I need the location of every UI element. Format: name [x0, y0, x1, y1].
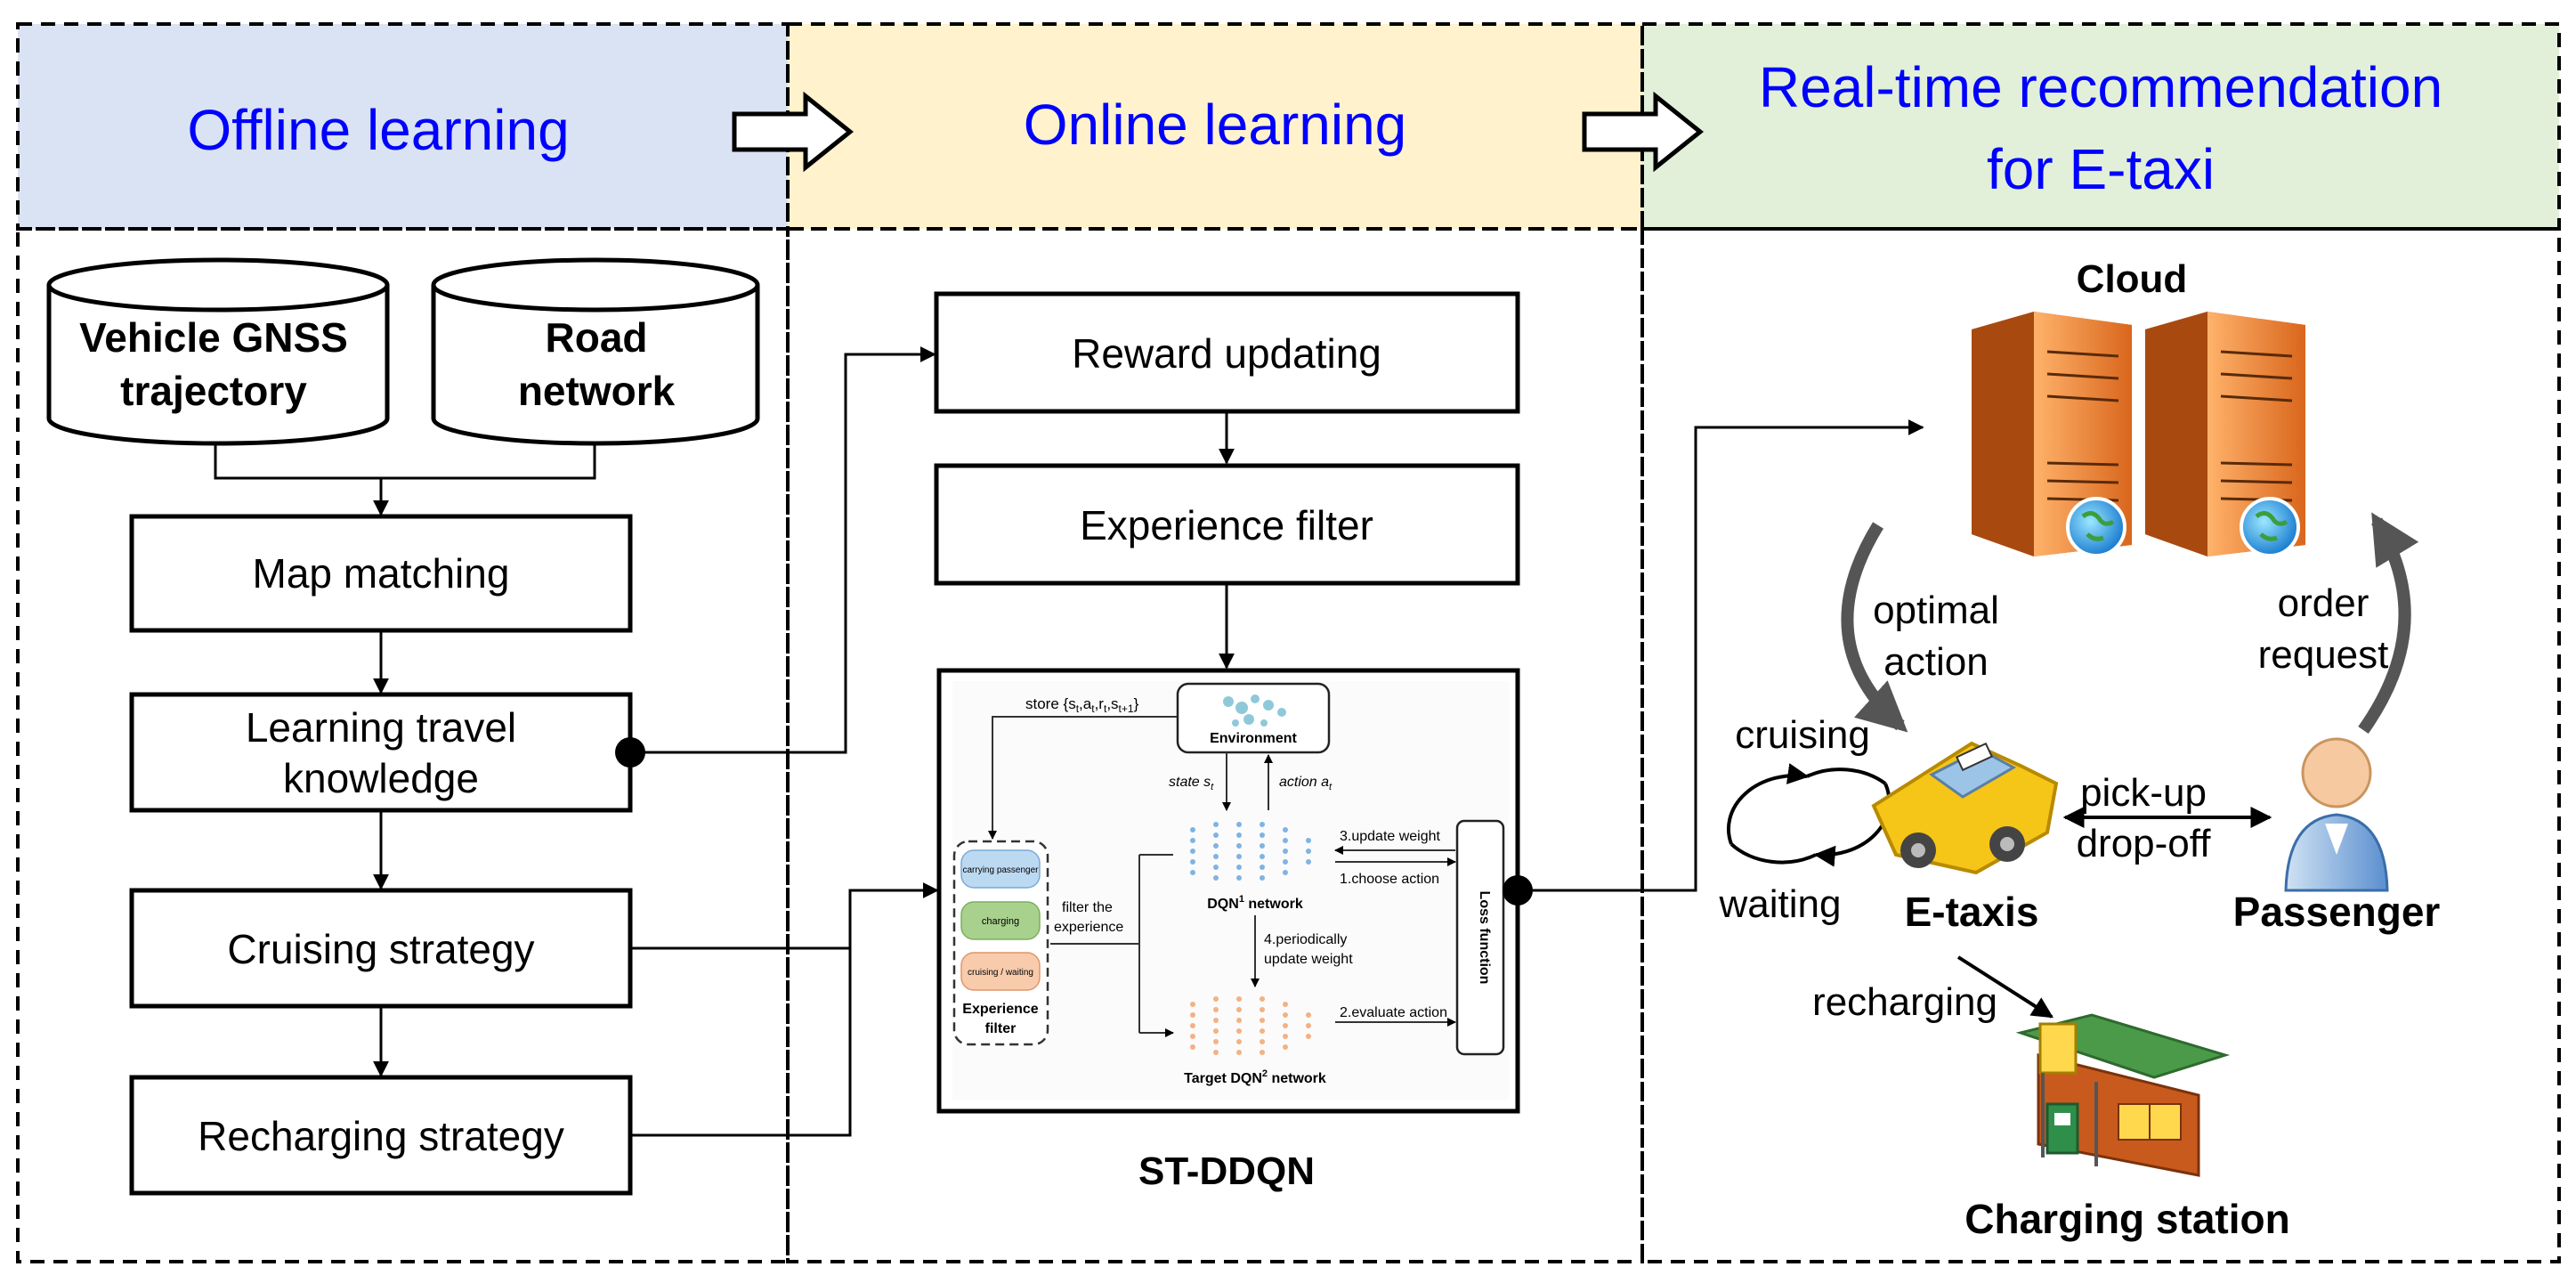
buffer-cruising-label: cruising / waiting [968, 968, 1033, 978]
box-learning-travel-knowledge: Learning travel knowledge [129, 692, 633, 813]
database-road-label-1: Road [546, 314, 648, 361]
database-gnss-label-1: Vehicle GNSS [79, 314, 348, 361]
header-online-title: Online learning [1024, 93, 1407, 157]
action-label: action at [1279, 775, 1333, 792]
cycle-arrow-icon [1726, 763, 1891, 867]
box-experience-filter: Experience filter [934, 463, 1520, 586]
optimal-action-label-1: optimal [1873, 589, 1999, 632]
header-realtime-title-line2: for E-taxi [1987, 137, 2215, 201]
buffer-carrying: carrying passenger [960, 849, 1041, 889]
buffer-charging: charging [960, 901, 1041, 940]
etaxis-label: E-taxis [1905, 889, 2039, 935]
passenger-label: Passenger [2233, 889, 2441, 935]
connector [1956, 955, 2054, 1019]
buffer-cruising: cruising / waiting [960, 952, 1041, 991]
box-reward-updating-label: Reward updating [1072, 330, 1381, 377]
recharging-label: recharging [1812, 980, 1997, 1024]
connector [630, 346, 936, 754]
filter-label-1: filter the [1062, 900, 1113, 915]
dqn2-label: Target DQN2 network [1184, 1068, 1326, 1086]
periodic-label-2: update weight [1264, 952, 1353, 967]
header-offline: Offline learning [18, 24, 788, 229]
header-realtime-title-line1: Real-time recommendation [1759, 55, 2442, 119]
dropoff-label: drop-off [2077, 822, 2212, 865]
buffer-carrying-label: carrying passenger [962, 865, 1039, 875]
dqn1-label: DQN1 network [1207, 894, 1303, 912]
box-learning-label-1: Learning travel [246, 704, 516, 751]
connector [988, 716, 1177, 840]
header-online: Online learning [788, 24, 1642, 229]
experience-buffer [952, 840, 1049, 1046]
box-experience-filter-label: Experience filter [1080, 502, 1373, 548]
environment-label: Environment [1210, 731, 1297, 746]
optimal-action-label-2: action [1883, 640, 1988, 684]
order-request-label-1: order [2278, 581, 2369, 625]
ddqn-caption: ST-DDQN [1138, 1149, 1315, 1193]
box-cruising-strategy: Cruising strategy [129, 888, 633, 1009]
dqn1-network: DQN1 network [1190, 822, 1311, 912]
buffer-title-2: filter [985, 1021, 1017, 1036]
environment-map-icon [1223, 694, 1286, 727]
database-gnss-label-2: trajectory [120, 368, 307, 414]
database-road: Road network [431, 257, 760, 446]
passenger-icon [2284, 737, 2389, 892]
buffer-charging-label: charging [982, 916, 1019, 927]
block-arrow-icon [732, 91, 855, 173]
pickup-label: pick-up [2080, 771, 2207, 815]
box-reward-updating: Reward updating [934, 291, 1520, 414]
store-label: store {st,at,rt,st+1} [1025, 695, 1139, 715]
connector [630, 882, 939, 950]
database-road-label-2: network [518, 368, 676, 414]
filter-label-2: experience [1054, 920, 1123, 935]
ddqn-figure: store {st,at,rt,st+1} Environment state … [936, 668, 1520, 1114]
server-icon [2145, 312, 2305, 557]
box-cruising-label: Cruising strategy [227, 926, 534, 972]
cruising-label: cruising [1735, 713, 1870, 757]
update-weight-label: 3.update weight [1340, 829, 1441, 844]
order-request-label-2: request [2258, 633, 2389, 677]
state-label: state st [1169, 775, 1214, 792]
connector [1518, 419, 1924, 892]
box-recharging-strategy: Recharging strategy [129, 1075, 633, 1196]
periodic-label-1: 4.periodically [1264, 932, 1347, 947]
charging-station-icon [2015, 1013, 2231, 1177]
block-arrow-icon [1582, 91, 1705, 173]
charging-station-label: Charging station [1964, 1196, 2289, 1242]
order-request-arrow [2358, 512, 2419, 735]
server-icon [1972, 312, 2132, 557]
choose-action-label: 1.choose action [1340, 872, 1439, 887]
box-map-matching-label: Map matching [253, 550, 510, 597]
box-recharging-label: Recharging strategy [198, 1113, 564, 1159]
optimal-action-arrow [1841, 522, 1908, 733]
taxi-icon [1871, 741, 2059, 875]
database-gnss: Vehicle GNSS trajectory [46, 257, 390, 446]
waiting-label: waiting [1719, 882, 1842, 926]
buffer-title-1: Experience [962, 1002, 1038, 1017]
dqn2-network: Target DQN2 network [1184, 996, 1326, 1086]
header-offline-title: Offline learning [187, 98, 569, 162]
loss-function-box [1455, 819, 1505, 1056]
box-map-matching: Map matching [129, 514, 633, 633]
box-learning-label-2: knowledge [283, 755, 479, 801]
loss-function-label: Loss function [1477, 891, 1492, 985]
connector [1138, 854, 1173, 1033]
panel-frames [16, 22, 2561, 1263]
connector [214, 443, 596, 515]
connector [630, 890, 852, 1137]
header-realtime: Real-time recommendation for E-taxi [1642, 24, 2559, 229]
cloud-label: Cloud [2077, 257, 2188, 301]
evaluate-action-label: 2.evaluate action [1340, 1005, 1447, 1020]
